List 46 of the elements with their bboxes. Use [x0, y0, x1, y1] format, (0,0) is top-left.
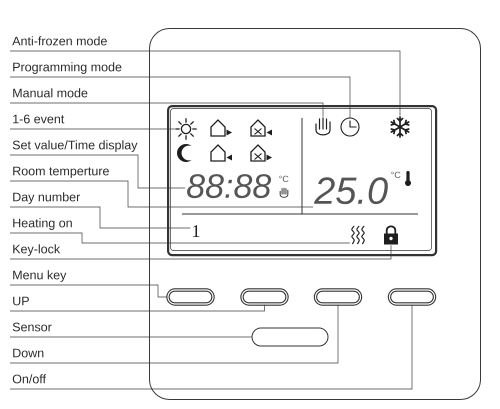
push-button — [240, 288, 289, 306]
callout-label: Menu key — [13, 270, 66, 282]
callout-label: UP — [13, 296, 29, 306]
leader-line — [10, 128, 176, 130]
lcd-screen — [167, 105, 438, 256]
leader-line — [10, 304, 265, 312]
callout-label: Room temperture — [13, 166, 109, 178]
callout-label: Manual mode — [13, 88, 88, 98]
lcd-digits: 88:88 — [187, 174, 272, 198]
leader-line — [10, 206, 191, 228]
callout-label: Programming mode — [13, 62, 122, 74]
clock-icon — [340, 117, 360, 137]
lcd-digits: 25.0 — [314, 177, 388, 204]
sun-icon — [175, 118, 197, 140]
leader-line — [10, 232, 350, 244]
callout-label: Day number — [13, 192, 80, 204]
device-body — [149, 28, 481, 400]
sensor-window — [252, 328, 328, 346]
callout-label: Anti-frozen mode — [12, 36, 107, 46]
leader-line — [10, 336, 252, 338]
leader-line — [10, 284, 168, 298]
leader-line — [10, 154, 186, 188]
leader-line — [10, 304, 412, 390]
lcd-number: 1 — [193, 225, 200, 237]
callout-label: Heating on — [13, 218, 72, 230]
lock-icon — [384, 226, 398, 244]
leader-line — [10, 304, 338, 364]
callout-label: Sensor — [12, 322, 52, 332]
push-button — [166, 288, 215, 306]
leader-line — [10, 102, 324, 118]
leader-line — [10, 244, 392, 260]
callout-label: 1-6 event — [13, 114, 64, 124]
leader-line — [10, 76, 350, 118]
unit-label: °C — [279, 176, 288, 182]
push-button — [388, 288, 436, 306]
unit-label: °C — [391, 172, 400, 178]
callout-label: Key-lock — [13, 244, 60, 256]
hand-icon — [315, 117, 331, 136]
snowflake-icon — [390, 116, 410, 138]
callout-label: Down — [13, 348, 44, 358]
heat-waves-icon — [351, 225, 365, 245]
callout-label: On/off — [12, 374, 46, 384]
callout-label: Set value/Time display — [12, 140, 138, 152]
push-button — [314, 288, 362, 306]
leader-line — [10, 50, 400, 116]
leader-line — [10, 180, 314, 208]
